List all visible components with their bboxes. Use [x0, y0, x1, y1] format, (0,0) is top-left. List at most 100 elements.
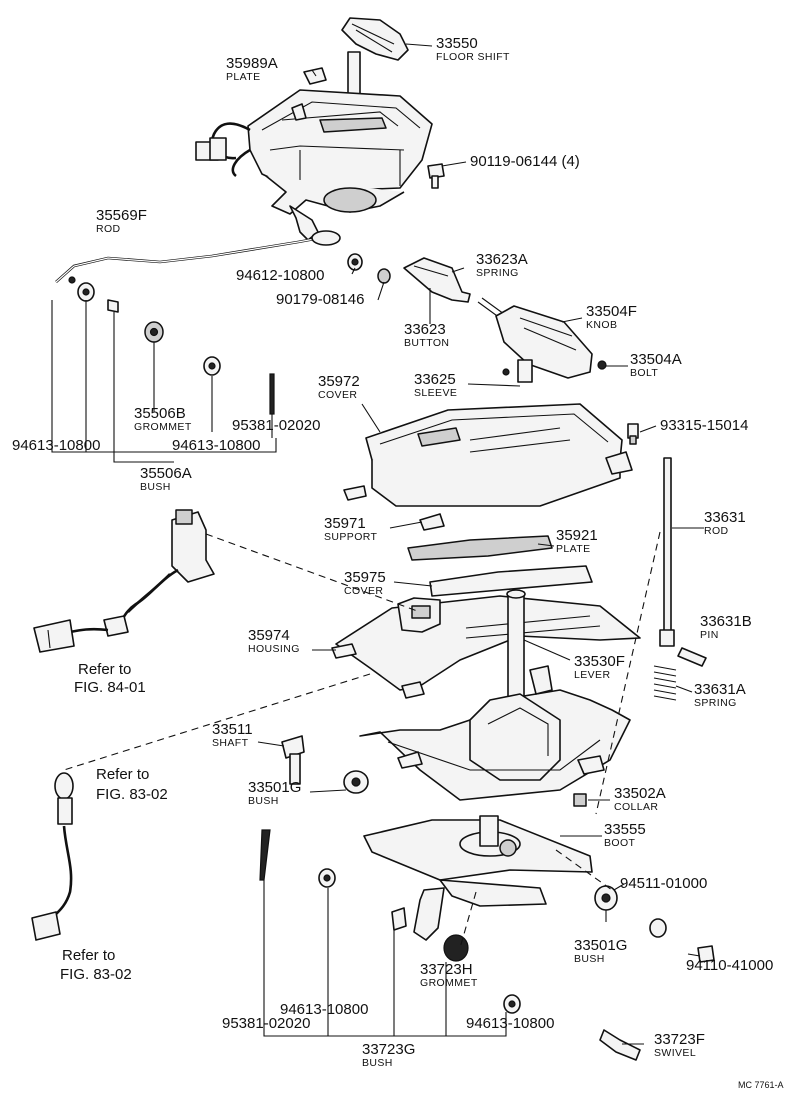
part-number: 95381-02020 — [232, 417, 320, 434]
part-number: 33631A — [694, 681, 746, 698]
part-number: 94612-10800 — [236, 267, 324, 284]
part-name: SWIVEL — [654, 1047, 696, 1059]
part-number: 90119-06144 (4) — [470, 153, 580, 170]
part-number: 33723G — [362, 1041, 415, 1058]
part-number: 33555 — [604, 821, 646, 838]
part-number: 95381-02020 — [222, 1015, 310, 1032]
part-number: 93315-15014 — [660, 417, 748, 434]
wiring-harness-drawing — [31, 509, 215, 941]
part-number: 94613-10800 — [12, 437, 100, 454]
housing-35974-drawing — [331, 595, 641, 699]
plate-cover-drawing — [407, 535, 593, 597]
part-name: SLEEVE — [414, 387, 457, 399]
boot-33555-drawing — [363, 815, 593, 941]
reference-note-fig83-upper: Refer to FIG. 83-02 — [96, 766, 168, 803]
part-name: COVER — [344, 585, 383, 597]
reference-note-fig84: Refer to FIG. 84-01 — [74, 661, 146, 696]
callout-94612-10800: 94612-10800 — [236, 267, 324, 284]
part-name: GROMMET — [134, 421, 192, 433]
callout-90119-06144: 90119-06144 (4) — [470, 153, 580, 170]
part-number: 35921 — [556, 527, 598, 544]
part-name: PLATE — [556, 543, 590, 555]
part-number: 33623A — [476, 251, 528, 268]
part-name: COVER — [318, 389, 357, 401]
part-number: 33623 — [404, 321, 446, 338]
part-number: 33631 — [704, 509, 746, 526]
knob-button-drawing — [403, 257, 607, 383]
floor-shift-assembly-drawing — [195, 17, 445, 241]
part-name: BUSH — [362, 1057, 393, 1069]
part-number: 33631B — [700, 613, 752, 630]
part-name: BOLT — [630, 367, 658, 379]
reference-line2: FIG. 83-02 — [96, 786, 168, 803]
part-number: 35972 — [318, 373, 360, 390]
callout-94613-10800: 94613-10800 — [280, 1001, 368, 1018]
part-number: 33511 — [212, 721, 253, 738]
reference-line2: FIG. 83-02 — [60, 966, 132, 983]
dashed-reference-lines — [63, 531, 661, 949]
part-name: LEVER — [574, 669, 610, 681]
drawing-code: MC 7761-A — [738, 1080, 784, 1090]
part-name: COLLAR — [614, 801, 658, 813]
part-number: 35569F — [96, 207, 147, 224]
lever-bracket-drawing — [359, 589, 631, 801]
part-name: BUTTON — [404, 337, 449, 349]
part-name: BUSH — [574, 953, 605, 965]
part-number: 35971 — [324, 515, 366, 532]
part-name: SUPPORT — [324, 531, 378, 543]
part-name: FLOOR SHIFT — [436, 51, 510, 63]
part-number: 33501G — [248, 779, 301, 796]
part-number: 33530F — [574, 653, 625, 670]
callout-90179-08146: 90179-08146 — [276, 291, 364, 308]
part-number: 33550 — [436, 35, 478, 52]
part-name: ROD — [96, 223, 121, 235]
reference-line1: Refer to — [96, 766, 149, 783]
reference-note-fig83-lower: Refer to FIG. 83-02 — [60, 947, 132, 983]
part-number: 94613-10800 — [280, 1001, 368, 1018]
callout-94613-10800: 94613-10800 — [466, 1015, 554, 1032]
part-name: KNOB — [586, 319, 617, 331]
leader-lines — [51, 43, 704, 1045]
callout-94110-41000: 94110-41000 — [686, 957, 773, 974]
part-name: ROD — [704, 525, 729, 537]
part-number: 35975 — [344, 569, 386, 586]
part-name: BUSH — [248, 795, 279, 807]
part-number: 35506A — [140, 465, 192, 482]
part-number: 90179-08146 — [276, 291, 364, 308]
part-name: PLATE — [226, 71, 260, 83]
cover-35972-drawing — [343, 403, 639, 531]
part-number: 94613-10800 — [172, 437, 260, 454]
part-number: 33504A — [630, 351, 682, 368]
part-number: 35989A — [226, 55, 278, 72]
reference-line1: Refer to — [78, 661, 131, 678]
callout-95381-02020: 95381-02020 — [232, 417, 320, 434]
callout-93315-15014: 93315-15014 — [660, 417, 748, 434]
part-number: 33504F — [586, 303, 637, 320]
part-name: SHAFT — [212, 737, 249, 749]
reference-line2: FIG. 84-01 — [74, 679, 146, 696]
part-name: SPRING — [476, 267, 519, 279]
